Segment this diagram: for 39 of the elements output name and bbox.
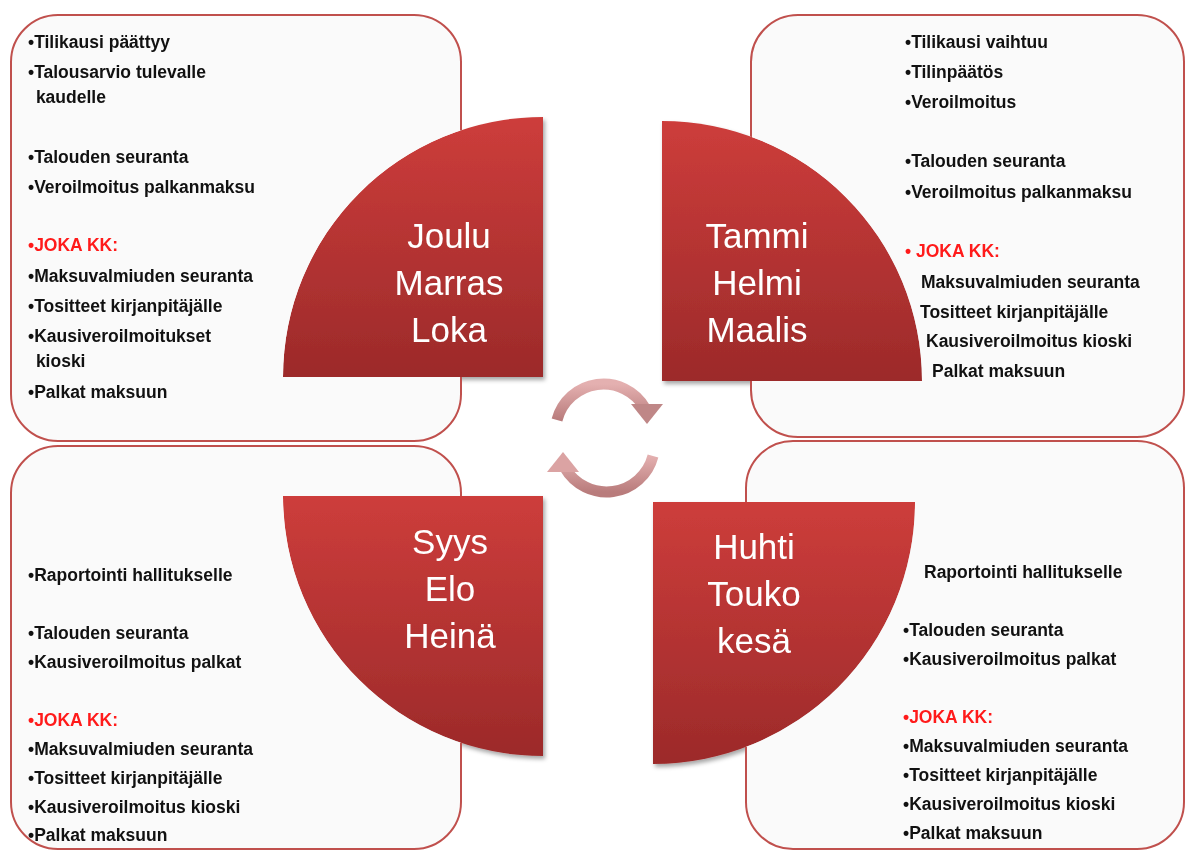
- list-item: Palkat maksuun: [932, 360, 1067, 383]
- list-item: •Kausiveroilmoitus palkat: [903, 648, 1118, 671]
- list-item: •Maksuvalmiuden seuranta: [28, 738, 254, 761]
- list-item: •Palkat maksuun: [28, 381, 169, 404]
- list-item: •Palkat maksuun: [903, 822, 1044, 845]
- list-item: •Kausiveroilmoitus kioski: [903, 793, 1117, 816]
- list-item: •Kausiveroilmoitus kioski: [28, 796, 242, 819]
- section-heading: •JOKA KK:: [28, 709, 120, 732]
- list-item: •Raportointi hallitukselle: [28, 564, 234, 587]
- list-item: •Maksuvalmiuden seuranta: [903, 735, 1129, 758]
- list-item: •Palkat maksuun: [28, 824, 169, 847]
- list-item: Maksuvalmiuden seuranta: [921, 271, 1141, 294]
- list-item: Raportointi hallitukselle: [924, 561, 1124, 584]
- list-item: •Kausiveroilmoitukset kioski: [28, 325, 213, 373]
- list-item: •Talouden seuranta: [905, 150, 1067, 173]
- list-item: Tositteet kirjanpitäjälle: [920, 301, 1110, 324]
- list-item: •Veroilmoitus: [905, 91, 1018, 114]
- month-label: Syys Elo Heinä: [404, 520, 496, 657]
- list-item: •Tilinpäätös: [905, 61, 1005, 84]
- list-item: •Tilikausi päättyy: [28, 31, 171, 54]
- list-item: •Talouden seuranta: [28, 622, 190, 645]
- list-item: •Kausiveroilmoitus palkat: [28, 651, 243, 674]
- section-heading: • JOKA KK:: [905, 240, 1001, 263]
- list-item: Kausiveroilmoitus kioski: [926, 330, 1134, 353]
- list-item: •Talouden seuranta: [28, 146, 190, 169]
- month-label: Tammi Helmi Maalis: [705, 214, 809, 351]
- list-item: •Tositteet kirjanpitäjälle: [903, 764, 1099, 787]
- list-item: •Talouden seuranta: [903, 619, 1065, 642]
- list-item: •Tositteet kirjanpitäjälle: [28, 767, 224, 790]
- section-heading: •JOKA KK:: [28, 234, 120, 257]
- list-item: •Tositteet kirjanpitäjälle: [28, 295, 224, 318]
- list-item: •Veroilmoitus palkanmaksu: [905, 181, 1133, 204]
- list-item: •Veroilmoitus palkanmaksu: [28, 176, 256, 199]
- section-heading: •JOKA KK:: [903, 706, 995, 729]
- month-label: Huhti Touko kesä: [707, 525, 801, 662]
- list-item: •Talousarvio tulevalle kaudelle: [28, 61, 207, 109]
- list-item: •Tilikausi vaihtuu: [905, 31, 1049, 54]
- month-label: Joulu Marras Loka: [394, 214, 504, 351]
- list-item: •Maksuvalmiuden seuranta: [28, 265, 254, 288]
